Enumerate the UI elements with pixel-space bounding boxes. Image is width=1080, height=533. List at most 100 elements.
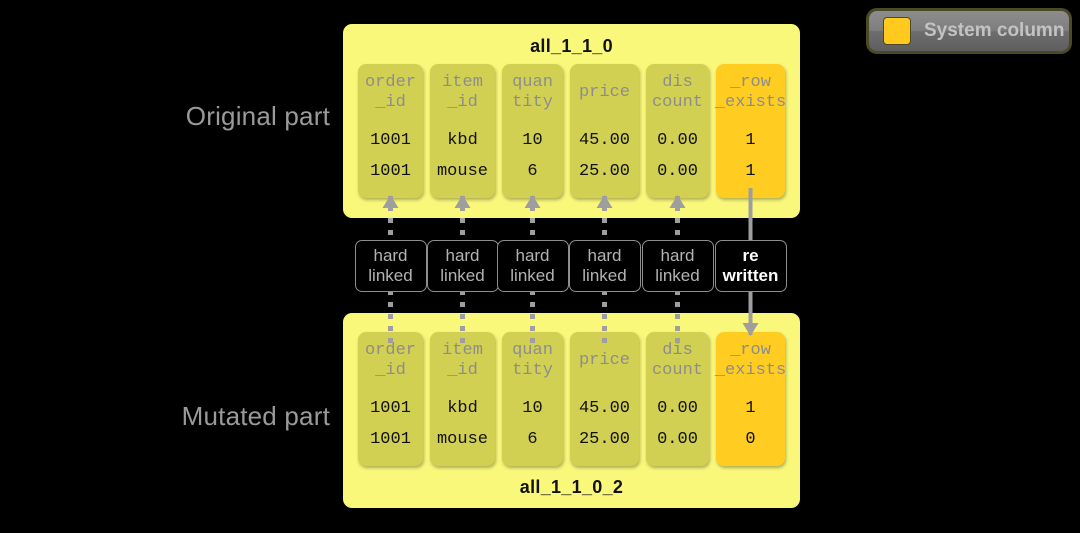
column-cells-order_id: 1001 1001 — [358, 393, 423, 455]
table-cell: 1 — [745, 131, 756, 150]
column-header-line: order — [364, 341, 416, 360]
column-header-line: tity — [512, 93, 553, 112]
connector-arrowhead-item_id — [454, 195, 471, 208]
column-header-line: _exists — [714, 93, 787, 112]
table-cell: kbd — [447, 399, 478, 418]
table-cell: 0.00 — [657, 430, 698, 449]
table-cell: 1001 — [370, 399, 411, 418]
column-header-item_id: item_id — [430, 332, 495, 390]
connector-arrowhead-order_id — [382, 195, 399, 208]
link-label-line: linked — [440, 266, 485, 285]
legend: System column — [866, 8, 1072, 54]
link-label-line: linked — [510, 266, 555, 285]
link-label-line: written — [722, 266, 779, 285]
original-part-label: Original part — [185, 101, 330, 131]
link-label-line: linked — [582, 266, 627, 285]
column-header-order_id: order_id — [358, 332, 423, 390]
column-header-price: price — [570, 64, 639, 122]
column-price: price 45.00 25.00 — [570, 64, 639, 198]
connector-arrowhead-quantity — [524, 195, 541, 208]
connector-arrowhead-_row_exists — [742, 323, 759, 336]
link-label-line: hard — [660, 246, 695, 265]
connector-arrowhead-price — [596, 195, 613, 208]
table-cell: 1 — [745, 162, 756, 181]
column-order_id: order_id 1001 1001 — [358, 64, 423, 198]
table-cell: 1001 — [370, 430, 411, 449]
column-header-line: count — [651, 361, 703, 380]
link-label-line: re — [742, 246, 759, 265]
system-column-swatch-icon — [883, 17, 911, 45]
table-cell: 45.00 — [578, 131, 630, 150]
link-label-line: linked — [655, 266, 700, 285]
column-header-_row_exists: _row_exists — [714, 64, 787, 122]
column-header-line: _id — [447, 361, 478, 380]
table-cell: 0.00 — [657, 162, 698, 181]
column-header-line: order — [364, 73, 416, 92]
column-header-line: price — [578, 83, 630, 102]
link-label-line: hard — [373, 246, 408, 265]
table-cell: kbd — [447, 131, 478, 150]
table-cell: 25.00 — [578, 430, 630, 449]
column-header-item_id: item_id — [430, 64, 495, 122]
table-cell: 6 — [527, 430, 538, 449]
column-header-line: dis — [662, 73, 693, 92]
column-header-line: quan — [512, 341, 553, 360]
column-header-line: price — [578, 351, 630, 370]
column-cells-price: 45.00 25.00 — [570, 393, 639, 455]
table-cell: 10 — [522, 131, 543, 150]
column-cells-price: 45.00 25.00 — [570, 125, 639, 187]
table-cell: 1001 — [370, 162, 411, 181]
column-header-line: _id — [375, 93, 406, 112]
column-cells-order_id: 1001 1001 — [358, 125, 423, 187]
column-order_id: order_id 1001 1001 — [358, 332, 423, 466]
part-original-title: all_1_1_0 — [530, 36, 613, 56]
link-label-line: linked — [368, 266, 413, 285]
column-header-price: price — [570, 332, 639, 390]
part-mutated-title: all_1_1_0_2 — [519, 477, 624, 497]
table-cell: 0.00 — [657, 399, 698, 418]
link-label-line: hard — [515, 246, 550, 265]
column-header-line: _id — [447, 93, 478, 112]
table-cell: 1001 — [370, 131, 411, 150]
table-cell: mouse — [436, 162, 488, 181]
column-header-line: quan — [512, 73, 553, 92]
column-header-line: count — [651, 93, 703, 112]
column-header-line: item — [442, 341, 483, 360]
column-header-line: _row — [730, 341, 771, 360]
column-header-line: dis — [662, 341, 693, 360]
connector-arrowhead-discount — [669, 195, 686, 208]
table-cell: 45.00 — [578, 399, 630, 418]
table-cell: 0 — [745, 430, 756, 449]
table-cell: 25.00 — [578, 162, 630, 181]
column-cells-discount: 0.00 0.00 — [646, 393, 709, 455]
column-cells-item_id: kbd mouse — [430, 393, 495, 455]
table-cell: 6 — [527, 162, 538, 181]
table-cell: 10 — [522, 399, 543, 418]
column-header-line: item — [442, 73, 483, 92]
column-header-line: _id — [375, 361, 406, 380]
table-cell: mouse — [436, 430, 488, 449]
